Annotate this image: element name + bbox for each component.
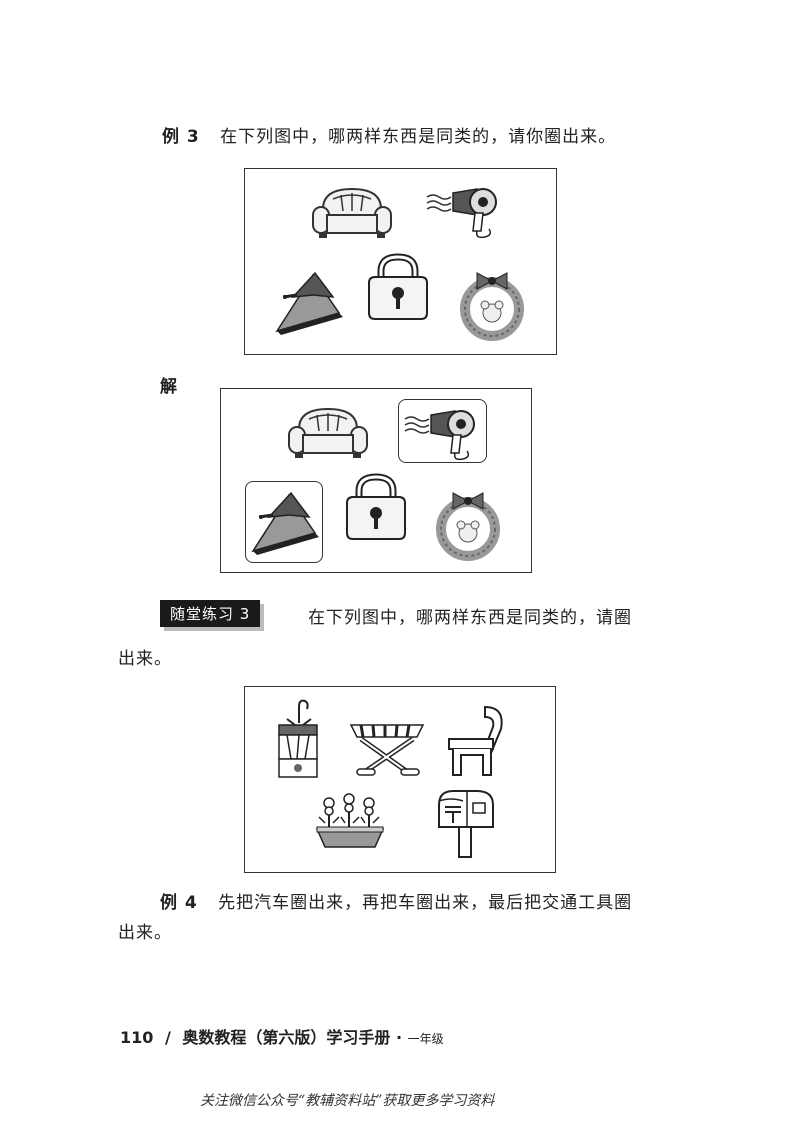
wreath-icon (436, 492, 500, 561)
practice-tag: 随堂练习 3 (160, 600, 261, 627)
example4-question-line2: 出来。 (118, 923, 172, 943)
example4-question-line1: 先把汽车圈出来，再把车圈出来，最后把交通工具圈 (218, 893, 633, 913)
mailbox-icon (438, 790, 494, 858)
book-title: 奥数教程（第六版）学习手册 (182, 1028, 391, 1047)
example4-label: 例 4 (160, 893, 198, 913)
hair-dryer-icon (404, 410, 475, 461)
iron-icon (251, 491, 319, 555)
page-footer: 110 / 奥数教程（第六版）学习手册 · 一年级 (120, 1024, 444, 1048)
chair-icon (448, 705, 503, 776)
lantern-icon (278, 699, 318, 778)
circled-iron-selection (245, 481, 323, 563)
example3-label: 例 3 (162, 127, 200, 147)
solution-label: 解 (160, 377, 178, 397)
sofa-icon (312, 187, 392, 238)
bottom-promo-note: 关注微信公众号“教辅资料站”获取更多学习资料 (200, 1093, 495, 1109)
practice3-question-line2: 出来。 (118, 649, 172, 669)
example3-question: 在下列图中，哪两样东西是同类的，请你圈出来。 (220, 127, 617, 147)
footer-separator: / (164, 1028, 171, 1047)
sofa-icon (288, 407, 368, 458)
figure2-frame (220, 388, 532, 573)
example3-line: 例 3 在下列图中，哪两样东西是同类的，请你圈出来。 (162, 122, 616, 147)
footer-dot: · (396, 1028, 403, 1047)
example4-line1: 例 4 先把汽车圈出来，再把车圈出来，最后把交通工具圈 (160, 888, 632, 913)
figure1-frame (244, 168, 557, 355)
practice3-question-line1: 在下列图中，哪两样东西是同类的，请圈 (308, 608, 632, 628)
folding-stool-icon (349, 724, 425, 776)
hair-dryer-icon (426, 188, 497, 239)
grade-label: 一年级 (407, 1032, 444, 1046)
circled-hair-dryer-selection (398, 399, 487, 463)
flower-planter-icon (315, 793, 385, 848)
iron-icon (275, 271, 343, 335)
padlock-icon (368, 253, 428, 320)
figure3-frame (244, 686, 556, 873)
wreath-icon (460, 272, 524, 341)
page-number: 110 (120, 1028, 154, 1047)
padlock-icon (346, 473, 406, 540)
